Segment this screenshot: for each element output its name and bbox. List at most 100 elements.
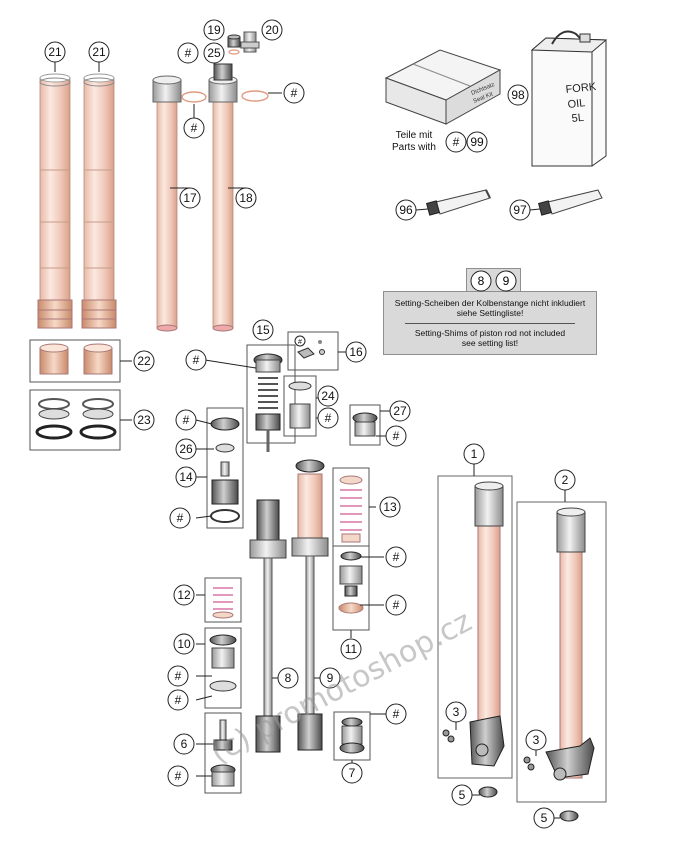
callout-5b: 5 bbox=[533, 807, 555, 829]
fork-oil-label-2: OIL bbox=[567, 97, 586, 111]
valve-parts-11 bbox=[338, 551, 364, 614]
label-27: 27 bbox=[393, 404, 407, 418]
cap-5b bbox=[559, 810, 579, 822]
label-14: 14 bbox=[179, 470, 193, 484]
callout-15hash: # bbox=[185, 349, 207, 371]
valve-6 bbox=[210, 719, 236, 787]
small-parts-16 bbox=[297, 340, 325, 359]
label-97: 97 bbox=[513, 203, 527, 217]
label-6: 6 bbox=[181, 737, 188, 751]
callout-27hash: # bbox=[385, 425, 407, 447]
callout-24hash: # bbox=[317, 407, 339, 429]
callout-20: 20 bbox=[261, 19, 283, 41]
spring-12 bbox=[212, 587, 234, 619]
callout-25: 25 bbox=[203, 42, 225, 64]
oil-can: FORK OIL 5L bbox=[530, 30, 608, 167]
callout-26hash: # bbox=[175, 409, 197, 431]
callout-7: 7 bbox=[341, 762, 363, 784]
callout-3b: 3 bbox=[525, 729, 547, 751]
bolts-3b bbox=[523, 756, 535, 771]
callout-2: 2 bbox=[554, 469, 576, 491]
outer-tube-right bbox=[81, 73, 117, 329]
callout-24: 24 bbox=[317, 385, 339, 407]
fork-oil-label-1: FORK bbox=[565, 81, 597, 96]
outer-tube-left bbox=[37, 73, 73, 329]
callout-27: 27 bbox=[389, 400, 411, 422]
label-17hash: # bbox=[191, 121, 198, 135]
callout-10: 10 bbox=[173, 633, 195, 655]
label-16: 16 bbox=[349, 345, 363, 359]
callout-11: 11 bbox=[340, 638, 362, 660]
label-25: 25 bbox=[207, 46, 221, 60]
parts-with-caption: Teile mit Parts with bbox=[392, 130, 436, 154]
fork-oil-label-3: 5L bbox=[571, 112, 584, 125]
label-11hashb: # bbox=[393, 598, 400, 612]
callout-14hash: # bbox=[169, 507, 191, 529]
label-20: 20 bbox=[265, 23, 279, 37]
callout-16: 16 bbox=[345, 341, 367, 363]
leg-box-1 bbox=[437, 475, 513, 779]
bushing-27 bbox=[349, 404, 381, 446]
parts-with-en: Parts with bbox=[392, 142, 436, 153]
label-10hasha: # bbox=[175, 669, 182, 683]
label-11hasha: # bbox=[393, 550, 400, 564]
label-7: 7 bbox=[349, 766, 356, 780]
setting-note-de-2: siehe Settingliste! bbox=[456, 308, 524, 318]
callout-19: 19 bbox=[203, 19, 225, 41]
label-1: 1 bbox=[471, 447, 478, 461]
callout-8: 8 bbox=[277, 667, 299, 689]
callout-6hash: # bbox=[167, 765, 189, 787]
seal-kit-box: Dichtsatz Seal Kit bbox=[384, 49, 502, 125]
label-5b: 5 bbox=[541, 811, 548, 825]
label-6hash: # bbox=[175, 769, 182, 783]
o-ring-17 bbox=[181, 91, 207, 103]
label-5a: 5 bbox=[459, 788, 466, 802]
callout-3a: 3 bbox=[445, 701, 467, 723]
cap-5a bbox=[478, 786, 498, 798]
callout-99: 99 bbox=[466, 131, 488, 153]
label-12: 12 bbox=[177, 588, 191, 602]
callout-18hash: # bbox=[283, 82, 305, 104]
label-15hash: # bbox=[193, 353, 200, 367]
label-21a: 21 bbox=[48, 45, 62, 59]
callout-21b: 21 bbox=[88, 41, 110, 63]
label-18: 18 bbox=[239, 191, 253, 205]
fork-leg-2 bbox=[545, 507, 595, 781]
grease-tube-97 bbox=[538, 189, 603, 216]
parts-with-de: Teile mit bbox=[395, 130, 433, 141]
setting-note-divider bbox=[405, 323, 575, 324]
label-3a: 3 bbox=[453, 705, 460, 719]
label-22: 22 bbox=[137, 354, 151, 368]
label-25hash: # bbox=[185, 46, 192, 60]
callout-22: 22 bbox=[133, 350, 155, 372]
label-10: 10 bbox=[177, 637, 191, 651]
setting-note-en-2: see setting list! bbox=[461, 338, 519, 348]
fork-leg-1 bbox=[469, 481, 505, 767]
label-96: 96 bbox=[399, 203, 413, 217]
callout-5a: 5 bbox=[451, 784, 473, 806]
callout-11hashb: # bbox=[385, 594, 407, 616]
label-23: 23 bbox=[137, 413, 151, 427]
callout-14: 14 bbox=[175, 466, 197, 488]
bushing-24 bbox=[288, 381, 312, 429]
callout-96: 96 bbox=[395, 199, 417, 221]
callout-18: 18 bbox=[235, 187, 257, 209]
o-ring-18 bbox=[241, 90, 269, 102]
valve-7 bbox=[339, 717, 365, 754]
setting-note-en-1: Setting-Shims of piston rod not included bbox=[414, 328, 566, 338]
screw-cap-19 bbox=[227, 34, 241, 48]
piston-rod-9 bbox=[291, 459, 329, 751]
callout-1: 1 bbox=[463, 443, 485, 465]
label-24hash: # bbox=[325, 411, 332, 425]
callout-10hashb: # bbox=[167, 689, 189, 711]
label-14hash: # bbox=[177, 511, 184, 525]
callout-7hash: # bbox=[385, 703, 407, 725]
setting-note: Setting-Scheiben der Kolbenstange nicht … bbox=[383, 291, 597, 355]
label-18hash: # bbox=[291, 86, 298, 100]
valve-20 bbox=[240, 31, 260, 53]
callout-21a: 21 bbox=[44, 41, 66, 63]
bolts-3a bbox=[442, 729, 455, 743]
callout-10hasha: # bbox=[167, 665, 189, 687]
callout-98: 98 bbox=[507, 84, 529, 106]
